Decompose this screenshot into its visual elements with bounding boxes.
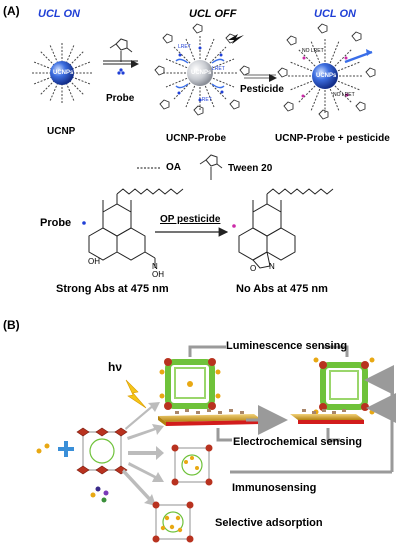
ucl-off-label: UCL OFF — [189, 8, 237, 20]
electrochemical-bracket — [216, 428, 340, 442]
lret-label-3: LRET — [199, 97, 212, 103]
ucnp-probe-pesticide-particle — [277, 23, 376, 120]
probe-oh-label: OH — [88, 257, 100, 266]
hv-label: hν — [108, 360, 123, 374]
legend-tween-icon — [199, 154, 223, 180]
ucnp-probe-label: UCNP-Probe — [166, 133, 227, 144]
no-lret-label-1: NO LRET — [302, 48, 324, 54]
ucnp-label: UCNP — [47, 126, 76, 137]
lret-label-1: LRET — [178, 44, 191, 50]
op-pesticide-label: OP pesticide — [160, 214, 221, 225]
luminescence-bracket — [188, 345, 349, 357]
mof-framework-right — [313, 357, 375, 415]
strong-abs-label: Strong Abs at 475 nm — [56, 283, 169, 295]
probe-molecule-icon — [88, 188, 184, 268]
ucnp-probe-particle — [154, 23, 250, 116]
product-o-label: O — [250, 264, 257, 273]
luminescence-label: Luminescence sensing — [226, 340, 348, 352]
ucl-on-left-label: UCL ON — [38, 8, 80, 20]
central-mof — [76, 427, 128, 475]
tween-molecule-icon — [109, 38, 133, 62]
panel-b-label: (B) — [3, 318, 20, 332]
no-abs-label: No Abs at 475 nm — [236, 283, 328, 295]
ucnp-particle-text: UCNPs — [53, 70, 74, 76]
adsorption-mof — [152, 501, 194, 543]
probe-label: Probe — [40, 217, 72, 229]
mof-framework-left — [159, 358, 221, 410]
right-return-arrows — [230, 365, 396, 474]
adsorbate-dots-icon — [90, 486, 109, 503]
selective-adsorption-label: Selective adsorption — [215, 517, 323, 529]
legend-tween-label: Tween 20 — [228, 163, 273, 174]
ucnp-probe-particle-text: UCNPs — [191, 70, 212, 76]
ucnp-probe-pesticide-label: UCNP-Probe + pesticide — [275, 133, 390, 144]
branch-arrows — [122, 402, 164, 506]
lret-label-2: LRET — [212, 66, 225, 72]
probe-n-label: N — [152, 262, 158, 271]
pesticide-arrow-label: Pesticide — [240, 84, 284, 95]
panel-a-label: (A) — [3, 4, 20, 18]
probe-arrow — [103, 60, 139, 68]
pesticide-arrow — [244, 74, 277, 82]
electrode-left — [158, 409, 262, 426]
electrochemical-label: Electrochemical sensing — [233, 436, 362, 448]
plus-icon — [58, 441, 74, 457]
no-lret-label-2: NO LRET — [333, 92, 355, 98]
probe-dot-icon — [82, 221, 86, 225]
electrode-right — [290, 409, 364, 424]
immuno-mof — [171, 444, 213, 486]
product-molecule-icon — [238, 188, 334, 269]
lightning-icon — [125, 379, 147, 409]
probe-arrow-label: Probe — [106, 93, 135, 104]
probe-dots-icon — [117, 68, 125, 75]
immunosensing-label: Immunosensing — [232, 482, 317, 494]
ucnp-particle — [31, 42, 93, 104]
product-dot-icon — [232, 224, 236, 228]
product-n-label: N — [269, 262, 275, 271]
ucl-on-right-label: UCL ON — [314, 8, 356, 20]
probe-oh2-label: OH — [152, 270, 164, 279]
ucnp-pest-particle-text: UCNPs — [316, 73, 337, 79]
legend-oa-label: OA — [166, 162, 181, 173]
reactant-dots-icon — [36, 443, 50, 454]
